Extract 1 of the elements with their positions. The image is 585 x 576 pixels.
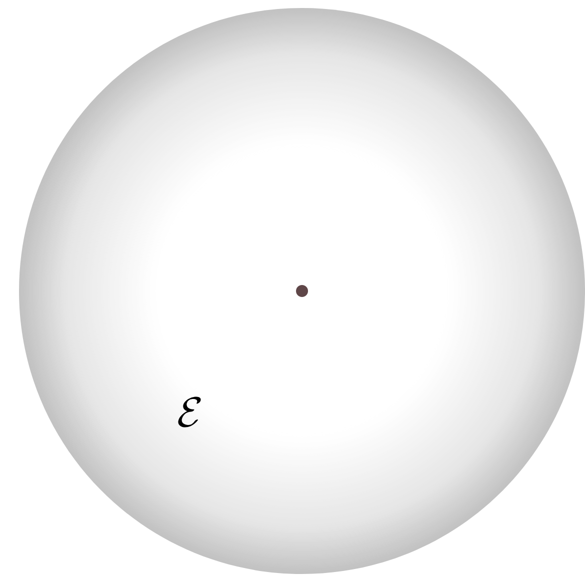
region-label: $\mathcal{E}$	[178, 396, 201, 428]
